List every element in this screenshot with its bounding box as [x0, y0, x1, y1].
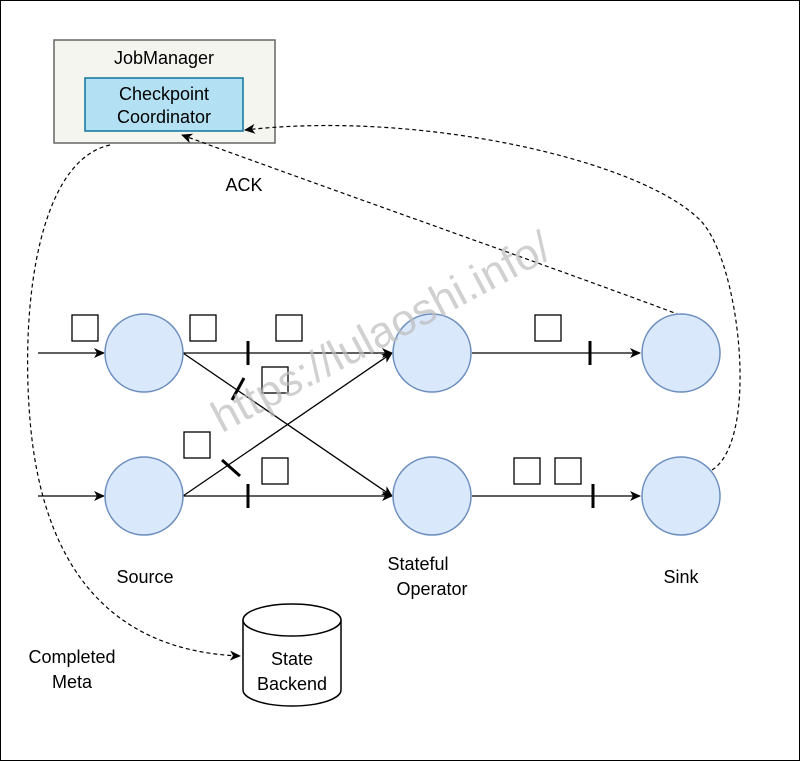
- stateful-label-line2: Operator: [396, 579, 467, 599]
- stateful-label-line1: Stateful: [387, 554, 448, 574]
- record-1: [71, 314, 99, 342]
- record-6: [261, 457, 289, 485]
- source-node-bottom: [104, 456, 184, 536]
- sink-label: Sink: [663, 567, 699, 587]
- barrier-4: [221, 458, 241, 478]
- sink-node-top: [641, 313, 721, 393]
- watermark-text: https://lulaoshi.info/: [203, 222, 559, 442]
- record-4: [261, 366, 289, 394]
- coordinator-label-line1: Checkpoint: [119, 84, 209, 104]
- completed-label-line2: Meta: [52, 672, 93, 692]
- record-3: [275, 314, 303, 342]
- sink-node-bottom: [641, 456, 721, 536]
- state-backend-cylinder: [242, 603, 342, 707]
- stateful-node-bottom: [392, 456, 472, 536]
- jobmanager-title: JobManager: [114, 48, 214, 68]
- record-2: [189, 314, 217, 342]
- state-backend-label-line2: Backend: [257, 674, 327, 694]
- record-9: [554, 457, 582, 485]
- record-7: [534, 314, 562, 342]
- ack-path-top-sink: [181, 133, 681, 316]
- checkpoint-coordinator-box: [84, 77, 244, 132]
- source-label: Source: [116, 567, 173, 587]
- record-8: [513, 457, 541, 485]
- completed-label-line1: Completed: [28, 647, 115, 667]
- edge-source-bottom-to-stateful-top: [182, 352, 393, 497]
- ack-label: ACK: [225, 175, 262, 195]
- stateful-node-top: [392, 313, 472, 393]
- ack-path-bottom-sink: [244, 123, 741, 471]
- coordinator-label-line2: Coordinator: [117, 107, 211, 127]
- record-5: [183, 431, 211, 459]
- completed-meta-path: [26, 144, 241, 661]
- barrier-3: [230, 377, 246, 401]
- state-backend-label-line1: State: [271, 649, 313, 669]
- source-node-top: [104, 313, 184, 393]
